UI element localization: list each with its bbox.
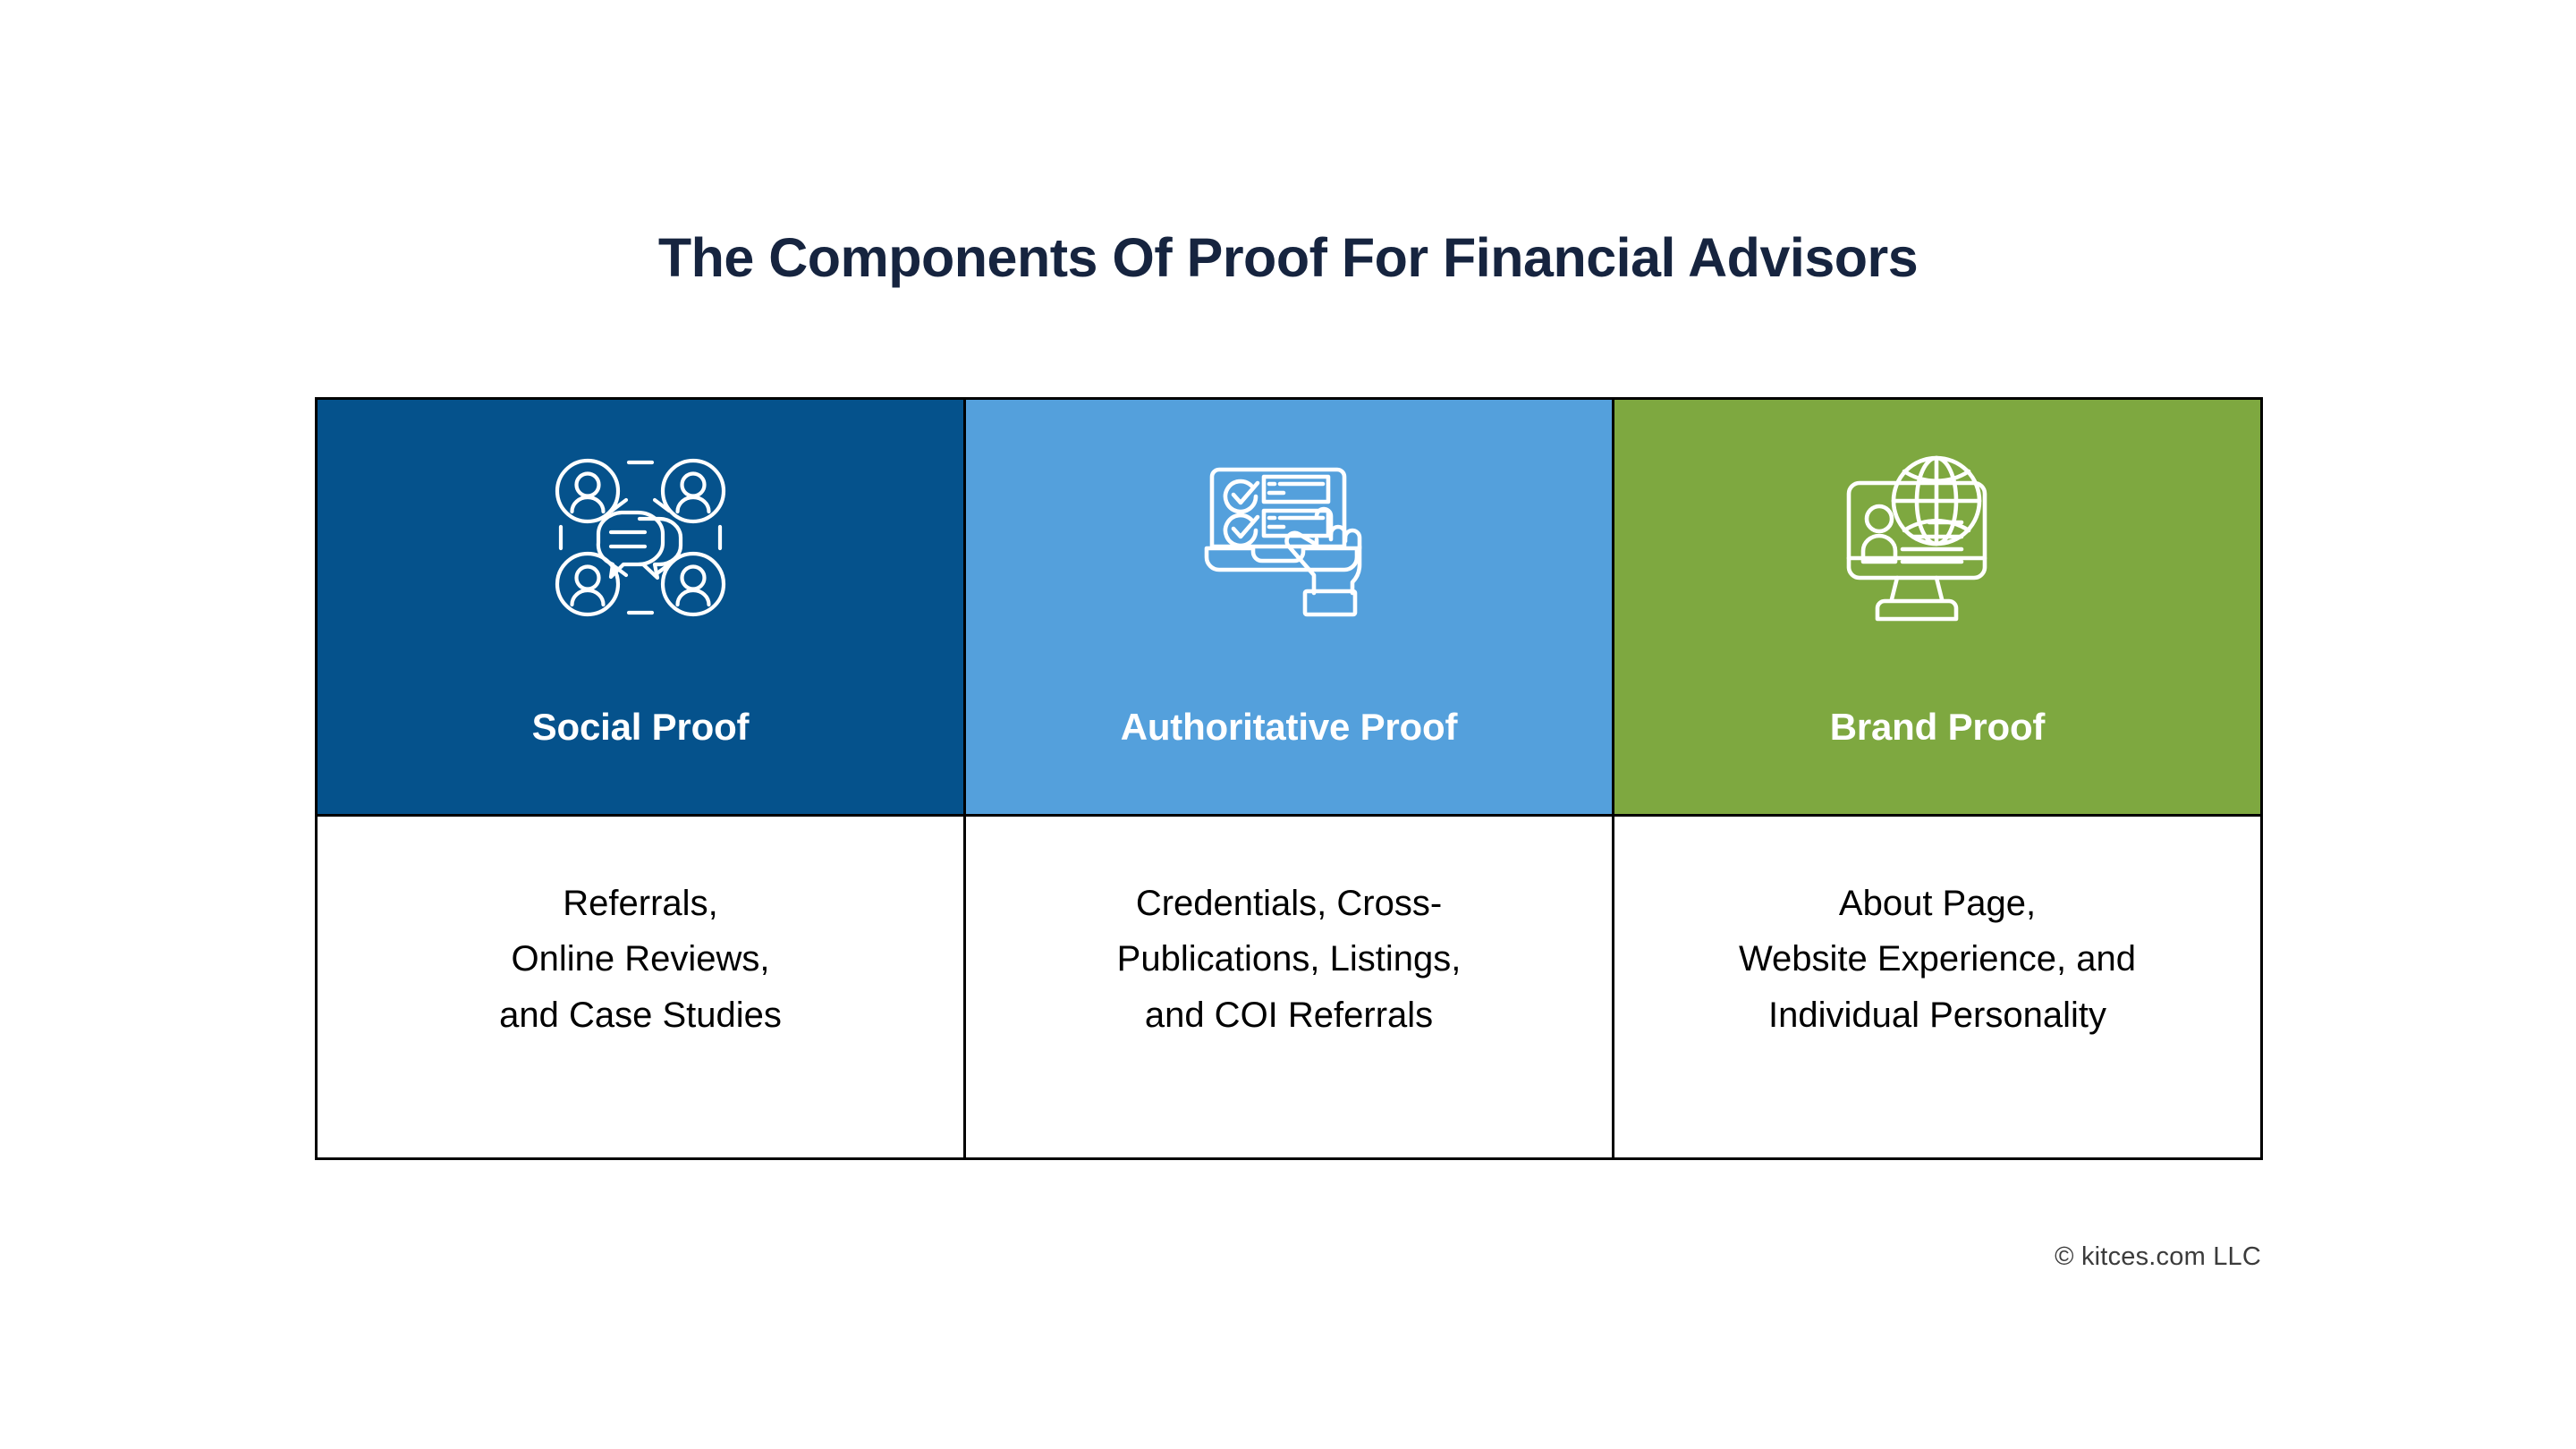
- column-header-brand-proof: Brand Proof: [1614, 400, 2260, 817]
- laptop-checklist-hand-click-icon: [1199, 439, 1378, 636]
- copyright-notice: © kitces.com LLC: [2055, 1242, 2261, 1271]
- table-column-brand-proof: Brand Proof About Page, Website Experien…: [1614, 400, 2260, 1157]
- column-body-authoritative-proof: Credentials, Cross- Publications, Listin…: [966, 817, 1612, 1157]
- table-column-social-proof: Social Proof Referrals, Online Reviews, …: [318, 400, 966, 1157]
- social-network-people-chat-icon: [547, 439, 734, 636]
- page-title: The Components Of Proof For Financial Ad…: [657, 227, 1919, 288]
- proof-components-table: Social Proof Referrals, Online Reviews, …: [315, 397, 2263, 1160]
- table-column-authoritative-proof: Authoritative Proof Credentials, Cross- …: [966, 400, 1614, 1157]
- column-body-brand-proof: About Page, Website Experience, and Indi…: [1614, 817, 2260, 1157]
- column-body-text-brand-proof: About Page, Website Experience, and Indi…: [1739, 884, 2136, 1035]
- column-body-text-authoritative-proof: Credentials, Cross- Publications, Listin…: [1116, 884, 1462, 1035]
- column-header-label-social-proof: Social Proof: [531, 705, 750, 748]
- column-body-social-proof: Referrals, Online Reviews, and Case Stud…: [318, 817, 963, 1157]
- column-header-social-proof: Social Proof: [318, 400, 963, 817]
- column-body-text-social-proof: Referrals, Online Reviews, and Case Stud…: [499, 884, 782, 1035]
- column-header-label-brand-proof: Brand Proof: [1829, 705, 2046, 748]
- monitor-globe-profile-icon: [1843, 439, 2031, 636]
- column-header-authoritative-proof: Authoritative Proof: [966, 400, 1612, 817]
- column-header-label-authoritative-proof: Authoritative Proof: [1120, 705, 1458, 748]
